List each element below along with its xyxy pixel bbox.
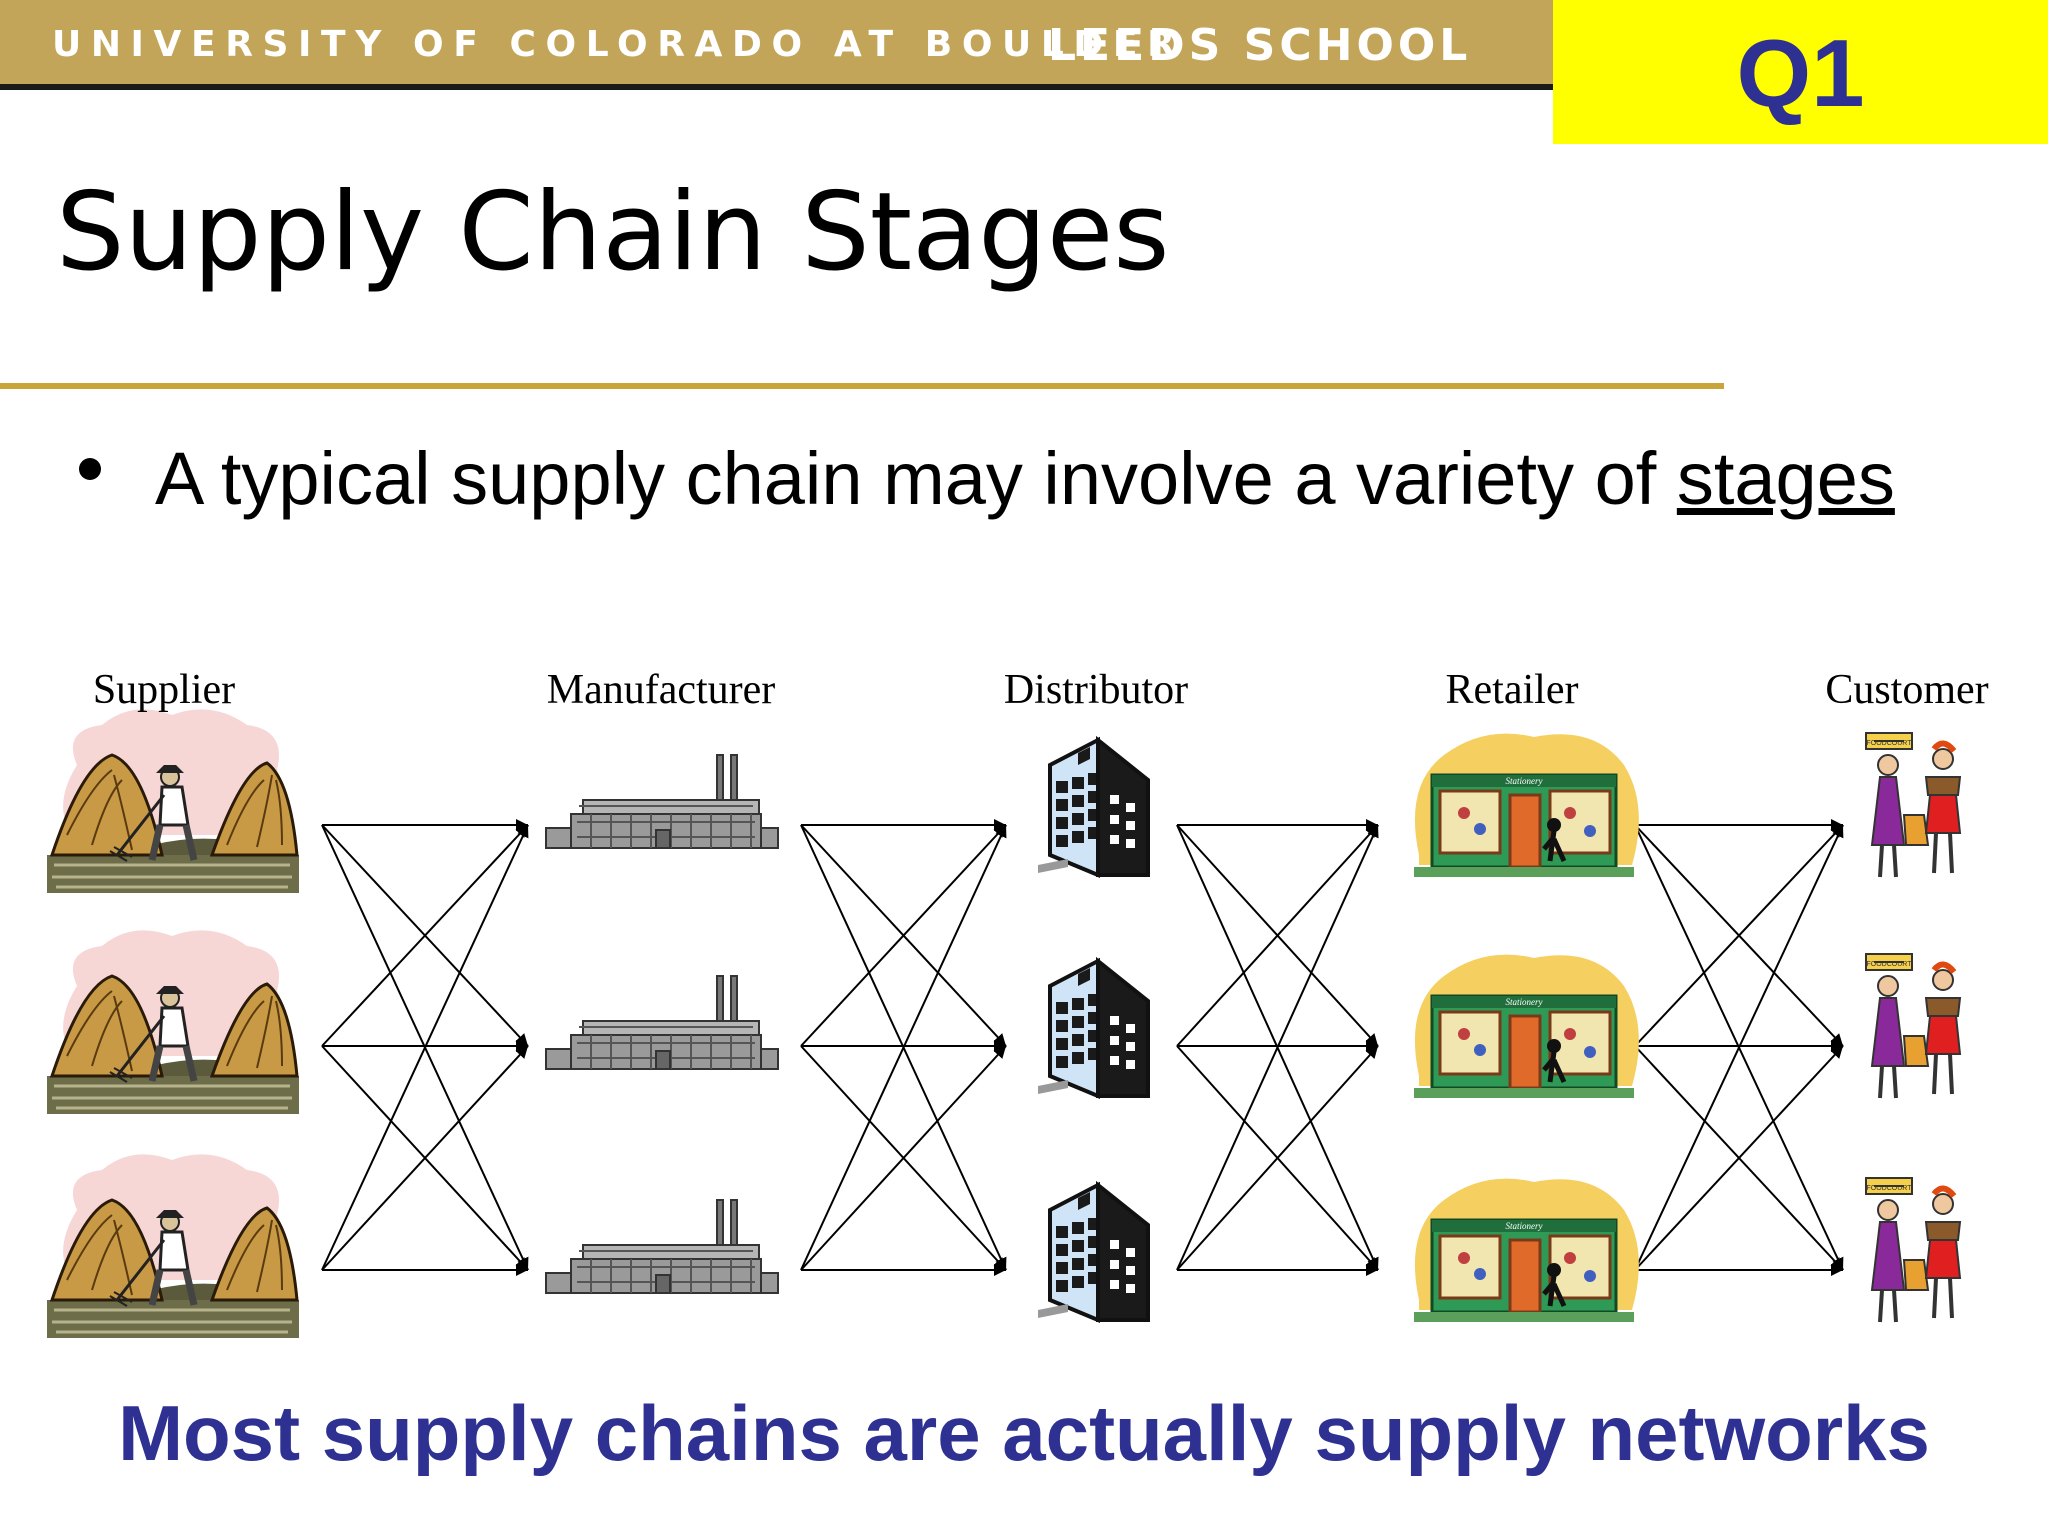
stage-label-distributor: Distributor bbox=[1004, 667, 1188, 713]
university-name: UNIVERSITY OF COLORADO AT BOULDER bbox=[52, 24, 1185, 65]
link-retailer-3-to-customer-2 bbox=[1634, 1045, 1844, 1271]
link-retailer-3-to-customer-1 bbox=[1634, 824, 1844, 1271]
office-building-icon bbox=[1036, 738, 1150, 877]
shoppers-icon: FOODCOURT bbox=[1866, 733, 1960, 877]
shop-sign-text: FOODCOURT bbox=[1867, 740, 1913, 747]
diagram-nodes: StationeryStationeryStationeryFOODCOURTF… bbox=[47, 709, 1960, 1338]
footer-statement: Most supply chains are actually supply n… bbox=[118, 1389, 1930, 1477]
factory-icon bbox=[545, 975, 779, 1070]
header-rule bbox=[0, 84, 1553, 90]
link-manufacturer-2-to-distributor-1 bbox=[800, 824, 1007, 1047]
shoppers-icon: FOODCOURT bbox=[1866, 1178, 1960, 1322]
title-divider bbox=[0, 383, 1724, 389]
link-manufacturer-3-to-distributor-1 bbox=[800, 824, 1007, 1271]
factory-icon bbox=[545, 1199, 779, 1294]
factory-icon bbox=[545, 754, 779, 849]
stage-label-customer: Customer bbox=[1825, 667, 1988, 713]
slide-title: Supply Chain Stages bbox=[56, 170, 1170, 295]
farmer-icon bbox=[47, 930, 299, 1114]
header-banner bbox=[0, 0, 1553, 84]
link-retailer-2-to-customer-1 bbox=[1634, 824, 1844, 1047]
bullet-text: A typical supply chain may involve a var… bbox=[155, 430, 1975, 528]
store-sign-text: Stationery bbox=[1506, 776, 1543, 786]
shop-sign-text: FOODCOURT bbox=[1867, 1185, 1913, 1192]
farmer-icon bbox=[47, 1154, 299, 1338]
stage-label-retailer: Retailer bbox=[1446, 667, 1579, 713]
link-distributor-3-to-retailer-2 bbox=[1176, 1045, 1379, 1271]
link-distributor-3-to-retailer-1 bbox=[1176, 824, 1379, 1271]
store-sign-text: Stationery bbox=[1506, 997, 1543, 1007]
stage-label-supplier: Supplier bbox=[93, 667, 235, 713]
stage-label-manufacturer: Manufacturer bbox=[547, 667, 776, 713]
shoppers-icon: FOODCOURT bbox=[1866, 954, 1960, 1098]
storefront-icon: Stationery bbox=[1414, 1179, 1639, 1322]
office-building-icon bbox=[1036, 1183, 1150, 1322]
school-name: LEEDS SCHOOL bbox=[1048, 20, 1472, 71]
supply-network-diagram: StationeryStationeryStationeryFOODCOURTF… bbox=[0, 667, 1989, 1370]
store-sign-text: Stationery bbox=[1506, 1221, 1543, 1231]
diagram-links bbox=[321, 819, 1844, 1276]
link-distributor-2-to-retailer-1 bbox=[1176, 824, 1379, 1047]
farmer-icon bbox=[47, 709, 299, 893]
storefront-icon: Stationery bbox=[1414, 955, 1639, 1098]
bullet-marker bbox=[79, 458, 101, 480]
link-supplier-2-to-manufacturer-1 bbox=[321, 824, 529, 1047]
link-supplier-3-to-manufacturer-2 bbox=[321, 1045, 529, 1271]
question-badge-label: Q1 bbox=[1736, 20, 1865, 127]
shop-sign-text: FOODCOURT bbox=[1867, 961, 1913, 968]
bullet-text-main: A typical supply chain may involve a var… bbox=[155, 437, 1677, 520]
question-badge: Q1 bbox=[1553, 0, 2048, 144]
office-building-icon bbox=[1036, 959, 1150, 1098]
bullet-text-underlined: stages bbox=[1676, 437, 1895, 520]
storefront-icon: Stationery bbox=[1414, 734, 1639, 877]
link-supplier-3-to-manufacturer-1 bbox=[321, 824, 529, 1271]
link-manufacturer-3-to-distributor-2 bbox=[800, 1045, 1007, 1271]
